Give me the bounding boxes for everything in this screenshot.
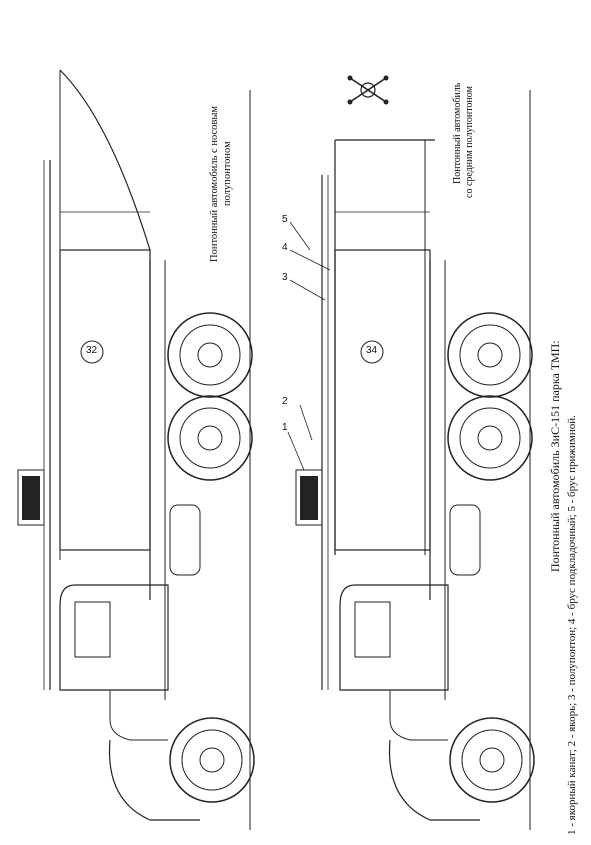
vehicle-bottom-drawing bbox=[287, 90, 535, 830]
vehicle-bottom-caption-line1: Понтонный автомобиль bbox=[452, 82, 463, 184]
figure-title: Понтонный автомобиль ЗиС-151 парка ТМП: bbox=[548, 340, 562, 572]
vehicle-top-drawing bbox=[17, 69, 255, 830]
callout-4: 4 bbox=[282, 242, 288, 253]
vehicle-top-caption-line1: Понтонный автомобиль с носовым bbox=[209, 105, 220, 262]
vehicle-top-caption-line2: полупонтоном bbox=[222, 141, 233, 206]
pontoon-number-top: 32 bbox=[86, 345, 98, 356]
callout-2: 2 bbox=[282, 396, 288, 407]
callout-5: 5 bbox=[282, 214, 288, 225]
callout-1: 1 bbox=[282, 422, 288, 433]
vehicle-top-caption: Понтонный автомобиль с носовым полупонто… bbox=[208, 106, 234, 262]
figure-legend: 1 - якорный канат; 2 - якорь; 3 - полупо… bbox=[566, 415, 578, 835]
pontoon-number-bottom: 34 bbox=[366, 345, 378, 356]
vehicle-bottom-caption: Понтонный автомобиль со средним полупонт… bbox=[452, 83, 476, 198]
vehicle-bottom-caption-line2: со средним полупонтоном bbox=[464, 86, 475, 198]
callout-3: 3 bbox=[282, 272, 288, 283]
